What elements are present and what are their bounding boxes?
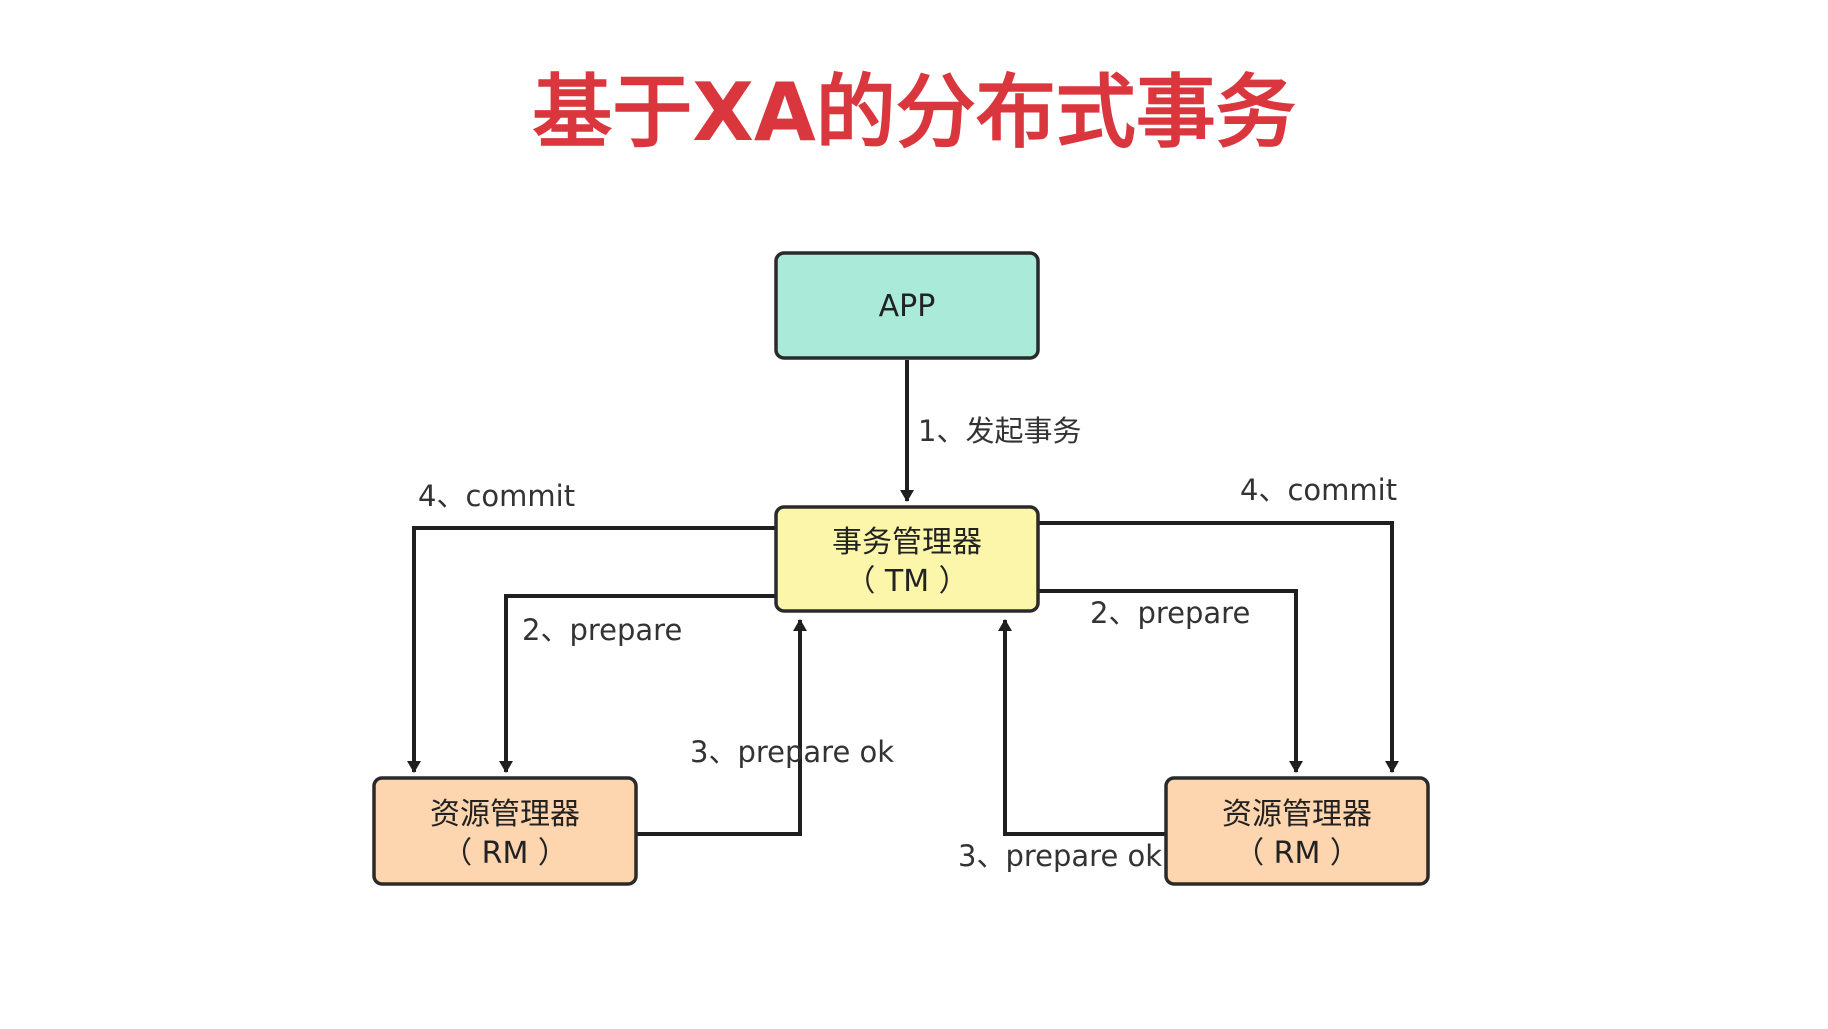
edge-commit-right bbox=[1038, 521, 1399, 773]
node-rm-right-line1: 资源管理器 bbox=[1222, 797, 1372, 832]
node-tm-line2: （ TM ） bbox=[845, 564, 968, 599]
edge-prepare-ok-left bbox=[636, 619, 807, 836]
node-app-label: APP bbox=[879, 289, 936, 324]
label-commit-left: 4、commit bbox=[418, 479, 575, 513]
edge-prepare-left bbox=[499, 594, 776, 773]
node-rm-right-line2: （ RM ） bbox=[1234, 836, 1360, 871]
label-commit-right: 4、commit bbox=[1240, 473, 1397, 507]
node-tm-line1: 事务管理器 bbox=[832, 525, 982, 560]
label-prepare-ok-left: 3、prepare ok bbox=[690, 735, 894, 769]
edge-prepare-ok-right bbox=[998, 619, 1166, 836]
label-start-transaction: 1、发起事务 bbox=[918, 414, 1081, 448]
node-rm-left-line2: （ RM ） bbox=[442, 836, 568, 871]
node-rm-left-line1: 资源管理器 bbox=[430, 797, 580, 832]
node-resource-manager-left: 资源管理器 （ RM ） bbox=[372, 776, 638, 886]
node-resource-manager-right: 资源管理器 （ RM ） bbox=[1164, 776, 1430, 886]
label-prepare-right: 2、prepare bbox=[1090, 596, 1250, 630]
label-prepare-left: 2、prepare bbox=[522, 613, 682, 647]
edge-commit-left bbox=[407, 526, 776, 773]
edge-prepare-right bbox=[1038, 589, 1303, 773]
label-prepare-ok-right: 3、prepare ok bbox=[958, 839, 1162, 873]
node-app: APP bbox=[774, 251, 1040, 360]
page-title: 基于XA的分布式事务 bbox=[532, 66, 1296, 159]
node-transaction-manager: 事务管理器 （ TM ） bbox=[774, 505, 1040, 613]
